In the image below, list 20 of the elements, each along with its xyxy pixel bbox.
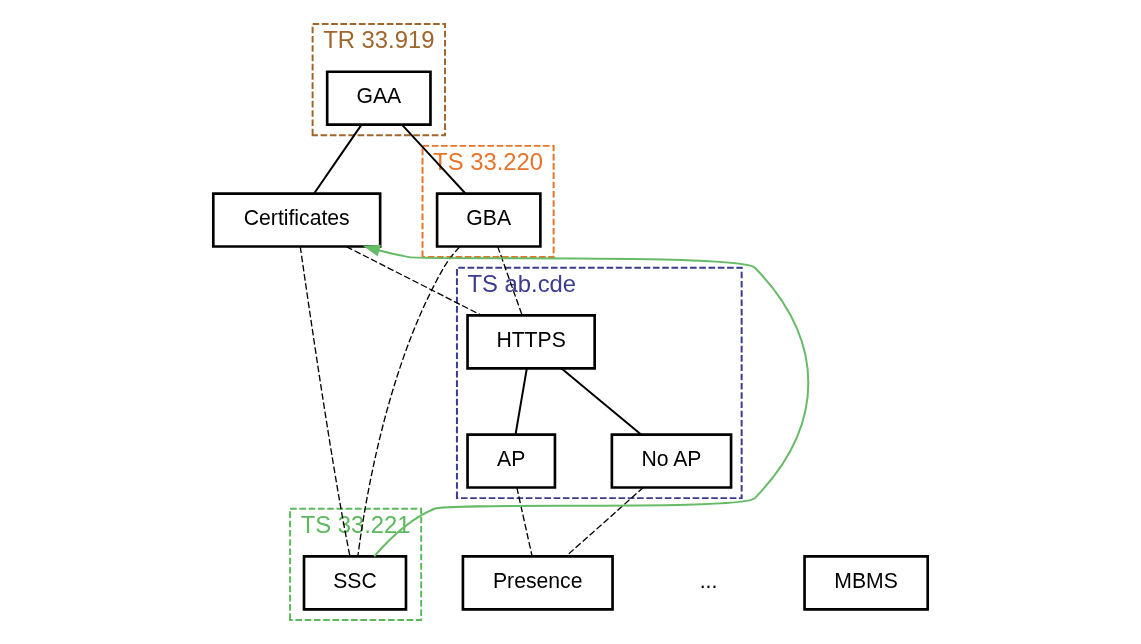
connector	[357, 246, 461, 557]
node-box: No AP	[610, 433, 733, 489]
connector	[497, 246, 523, 316]
connector	[313, 123, 363, 195]
node-box: AP	[466, 433, 557, 489]
node-box: GAA	[325, 70, 432, 126]
arrow	[362, 244, 810, 558]
node-box: MBMS	[803, 555, 930, 611]
node-box: Presence	[461, 555, 614, 611]
connector	[514, 367, 528, 436]
label: ...	[699, 568, 718, 592]
node-box: HTTPS	[466, 314, 596, 370]
connector	[299, 245, 351, 557]
connector	[560, 367, 643, 436]
connector	[565, 486, 644, 557]
connector	[345, 246, 483, 316]
node-box: Certificates	[211, 192, 382, 248]
node-box: SSC	[302, 555, 408, 611]
connector	[516, 486, 533, 557]
node-box: GBA	[435, 192, 542, 248]
